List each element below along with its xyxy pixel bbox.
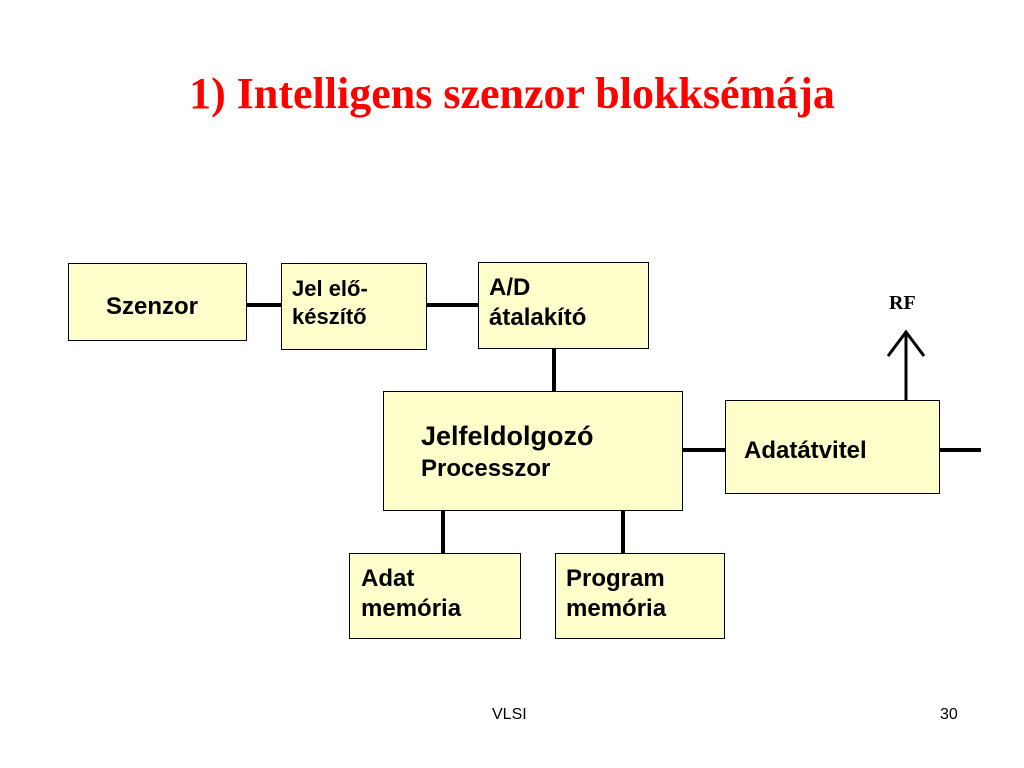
block-processzor-line1: Jelfeldolgozó <box>421 421 594 451</box>
block-jel-line1: Jel elő- <box>292 276 368 301</box>
block-program-memoria-line2: memória <box>566 595 667 622</box>
antenna-arrow-icon <box>886 329 926 402</box>
block-szenzor: Szenzor <box>68 263 247 341</box>
connector-szenzor-jel <box>247 303 281 307</box>
block-program-memoria: Program memória <box>555 553 725 639</box>
connector-processzor-adat-memoria <box>441 510 445 553</box>
connector-jel-ad <box>426 303 478 307</box>
block-jelfeldolgozo-processzor: Jelfeldolgozó Processzor <box>383 391 683 511</box>
block-ad-atalakito: A/D átalakító <box>478 262 649 349</box>
connector-ad-processzor <box>552 349 556 391</box>
connector-processzor-adatatvitel <box>682 448 725 452</box>
footer-label: VLSI <box>492 706 527 723</box>
block-program-memoria-line1: Program <box>566 565 665 592</box>
block-adatatvitel: Adatátvitel <box>725 400 940 494</box>
block-szenzor-label: Szenzor <box>106 293 199 320</box>
connector-adatatvitel-out <box>939 448 981 452</box>
block-adat-memoria-line2: memória <box>361 595 462 622</box>
rf-label: RF <box>889 292 916 314</box>
block-adat-memoria-line1: Adat <box>361 565 415 592</box>
block-jel-elokeszito: Jel elő- készítő <box>281 263 427 350</box>
connector-processzor-program-memoria <box>621 510 625 553</box>
block-ad-line2: átalakító <box>489 304 587 331</box>
page-number: 30 <box>940 706 958 723</box>
block-adat-memoria: Adat memória <box>349 553 521 639</box>
block-jel-line2: készítő <box>292 303 367 329</box>
block-adatatvitel-label: Adatátvitel <box>744 437 867 464</box>
block-ad-line1: A/D <box>489 274 531 301</box>
slide-title: 1) Intelligens szenzor blokksémája <box>189 69 835 118</box>
block-processzor-line2: Processzor <box>421 454 551 482</box>
